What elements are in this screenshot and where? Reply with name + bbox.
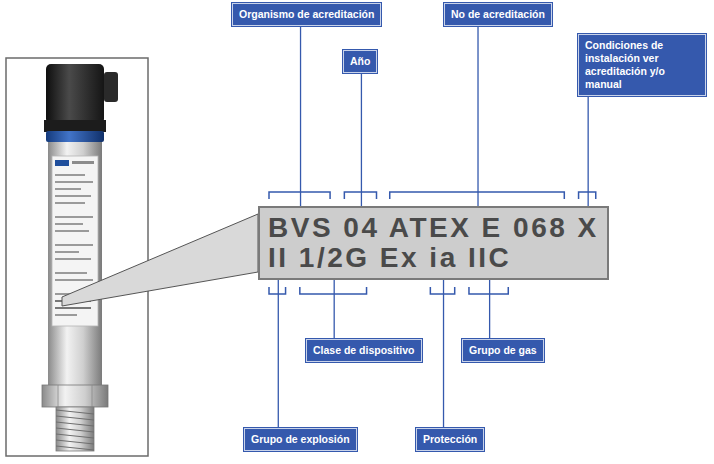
label-text: Protección — [423, 433, 477, 446]
thread — [56, 407, 94, 451]
leader-line — [489, 280, 490, 339]
bracket — [344, 192, 376, 199]
thread-line — [56, 428, 94, 432]
hex-nut — [42, 385, 108, 407]
label-box: Organismo de acreditación — [232, 3, 381, 26]
leader-line — [443, 280, 444, 428]
plate-line — [55, 202, 85, 204]
label-box: No de acreditación — [444, 3, 552, 26]
pressure-transmitter — [42, 64, 118, 451]
thread-line — [56, 440, 94, 444]
label-text: Grupo de gas — [469, 344, 537, 357]
plate-line — [55, 244, 93, 246]
plate-line — [55, 307, 91, 309]
thread-lines — [56, 410, 94, 450]
bracket — [579, 192, 596, 199]
plate-line — [72, 161, 94, 164]
thread-line — [56, 446, 94, 450]
plate-line — [55, 230, 89, 232]
label-box: Grupo de explosión — [244, 428, 357, 451]
thread-line — [56, 410, 94, 414]
label-text: Año — [350, 55, 370, 68]
marking-text: II 1/2G Ex ia IIC — [268, 243, 599, 273]
label-text: Organismo de acreditación — [239, 8, 374, 21]
plate-line — [55, 188, 81, 190]
photo-frame — [6, 58, 148, 456]
bracket — [300, 287, 367, 294]
label-text: Condiciones de instalación ver acreditac… — [585, 39, 699, 91]
connector-housing — [46, 64, 104, 124]
plate-line — [55, 272, 87, 274]
marking-banner: BVS 04 ATEX E 068 XII 1/2G Ex ia IIC — [258, 206, 609, 280]
plate-line — [55, 314, 77, 316]
leader-line — [300, 26, 301, 206]
thread-line — [56, 434, 94, 438]
label-text: No de acreditación — [451, 8, 545, 21]
plate-line — [55, 279, 93, 281]
bracket — [390, 192, 565, 199]
marking-text: BVS 04 ATEX E 068 X — [268, 213, 599, 243]
nut-edge — [58, 385, 59, 407]
label-box: Protección — [416, 428, 484, 451]
connector-base — [44, 120, 106, 132]
plate-line — [55, 258, 91, 260]
label-box: Condiciones de instalación ver acreditac… — [578, 34, 706, 96]
plate-line — [55, 174, 85, 176]
plate-line — [55, 195, 91, 197]
thread-line — [56, 416, 94, 420]
label-box: Grupo de gas — [462, 339, 544, 362]
cable-gland — [104, 72, 118, 102]
thread-line — [56, 422, 94, 426]
leader-line — [477, 26, 478, 206]
leader-line — [361, 73, 362, 206]
label-box: Clase de dispositivo — [306, 339, 422, 362]
bracket — [269, 192, 330, 199]
steel-body — [48, 142, 102, 385]
label-text: Clase de dispositivo — [313, 344, 415, 357]
nut-edge — [92, 385, 93, 407]
label-text: Grupo de explosión — [251, 433, 350, 446]
leader-line — [334, 280, 335, 339]
logo-mark — [55, 160, 69, 166]
plate-line — [55, 181, 93, 183]
plate-line — [55, 251, 79, 253]
blue-ring — [46, 131, 104, 142]
bracket — [469, 287, 508, 294]
callout-wedge — [62, 214, 258, 306]
bracket — [430, 287, 454, 294]
plate-line — [55, 216, 93, 218]
leader-line — [588, 96, 589, 206]
leader-line — [278, 280, 279, 428]
label-box: Año — [343, 50, 377, 73]
plate-line — [55, 223, 83, 225]
bracket — [269, 287, 286, 294]
